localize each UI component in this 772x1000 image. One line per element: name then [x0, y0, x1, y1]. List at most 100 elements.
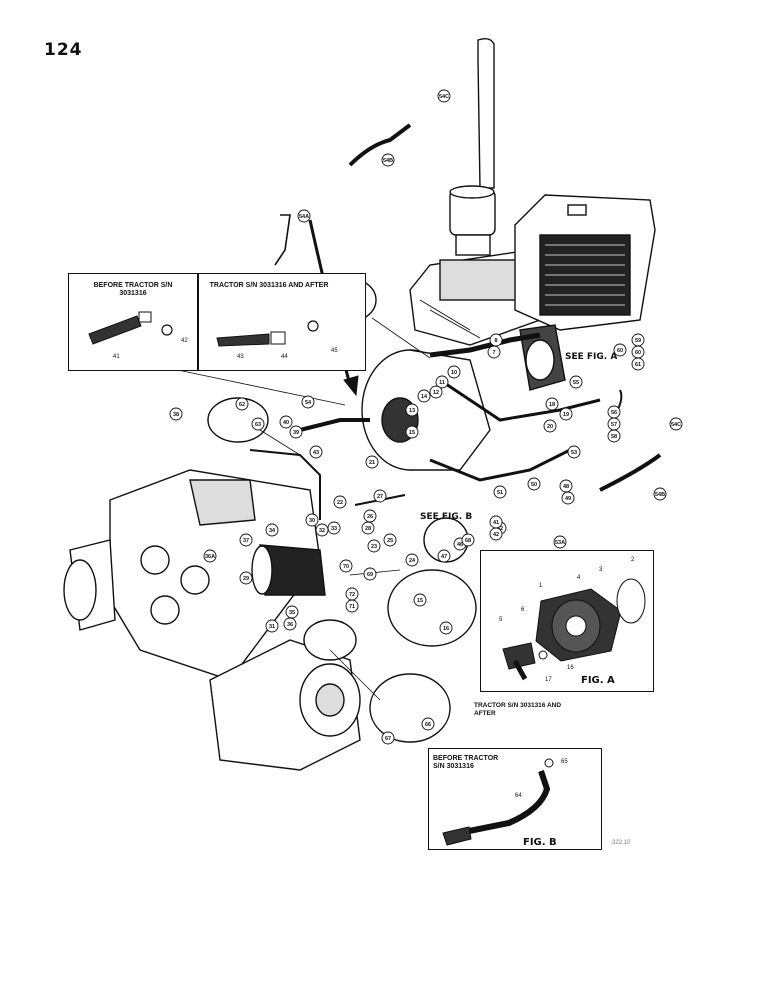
callout-59: 59: [631, 333, 645, 347]
callout-40: 40: [279, 415, 293, 429]
callout-text: 20: [547, 424, 553, 430]
callout-50: 50: [527, 477, 541, 491]
callout-62: 62: [235, 397, 249, 411]
callout-text: 18: [549, 402, 555, 408]
callout-text: 51: [497, 490, 503, 496]
callout-70: 70: [339, 559, 353, 573]
callout-18: 18: [545, 397, 559, 411]
callout-text: 49: [565, 496, 571, 502]
callout-71: 71: [345, 599, 359, 613]
inset-left-header: BEFORE TRACTOR S/N 3031316: [93, 282, 173, 297]
inset-label: 42: [181, 338, 188, 344]
callout-text: 30: [309, 518, 315, 524]
callout-text: 54: [305, 400, 312, 406]
callout-text: 27: [377, 494, 383, 500]
callout-26: 26: [363, 509, 377, 523]
callout-27: 27: [373, 489, 387, 503]
radiator: [514, 194, 656, 331]
exhaust-stack: [449, 37, 496, 256]
callout-47: 47: [437, 549, 451, 563]
callout-11: 11: [435, 375, 449, 389]
callout-text: 32: [319, 528, 325, 534]
callout-23: 23: [367, 539, 381, 553]
callout-text: 14: [421, 394, 428, 400]
clutch-housing: [361, 349, 491, 471]
inset-right-header: TRACTOR S/N 3031316 AND AFTER: [209, 282, 329, 289]
callout-36A: 36A: [203, 549, 217, 563]
fig-a-label: 6: [521, 607, 525, 613]
figure-code: 322.10: [612, 840, 631, 846]
callout-text: 28: [365, 526, 371, 532]
callout-text: 23: [371, 544, 377, 550]
callout-text: 10: [451, 370, 457, 376]
rear-axle-housing: [209, 619, 361, 771]
callout-text: 57: [611, 422, 617, 428]
callout-text: 68: [465, 538, 471, 544]
callout-text: 8: [494, 338, 497, 344]
callout-text: 24: [409, 558, 416, 564]
callout-text: 53: [571, 450, 577, 456]
callout-text: 56: [611, 410, 617, 416]
callout-text: 15: [417, 598, 423, 604]
callout-67: 67: [381, 731, 395, 745]
callout-text: 37: [243, 538, 249, 544]
fig-b-panel: BEFORE TRACTOR S/N 3031316 65 64 FIG. B: [428, 748, 602, 850]
callout-28: 28: [361, 521, 375, 535]
callout-7: 7: [487, 345, 501, 359]
callout-49: 49: [561, 491, 575, 505]
callout-53: 53: [567, 445, 581, 459]
callout-text: 29: [243, 576, 249, 582]
fig-a-label: 4: [577, 575, 581, 581]
page-number: 124: [44, 40, 83, 60]
hydraulic-pump: [519, 324, 566, 391]
callout-text: 41: [493, 520, 499, 526]
callout-60: 60: [613, 343, 627, 357]
callout-text: 62: [239, 402, 245, 408]
fig-a-caption: FIG. A: [581, 675, 615, 686]
callout-37: 37: [239, 533, 253, 547]
callout-text: 7: [492, 350, 495, 356]
fig-a-label: 16: [567, 665, 574, 671]
callout-29: 29: [239, 571, 253, 585]
callout-63: 63: [251, 417, 265, 431]
callout-text: 54C: [439, 94, 449, 100]
callout-text: 63: [255, 422, 261, 428]
callout-72: 72: [345, 587, 359, 601]
fig-a-panel: 1 2 3 4 5 6 16 17 FIG. A: [480, 550, 654, 692]
callout-48: 48: [559, 479, 573, 493]
callout-text: 55: [573, 380, 579, 386]
callout-text: 69: [367, 572, 373, 578]
callout-text: 47: [441, 554, 447, 560]
inset-serial-variants: BEFORE TRACTOR S/N 3031316 TRACTOR S/N 3…: [68, 273, 366, 371]
callout-61: 61: [631, 357, 645, 371]
callout-8: 8: [489, 333, 503, 347]
callout-text: 66: [425, 722, 431, 728]
callout-text: 72: [349, 592, 355, 598]
callout-text: 60: [635, 350, 641, 356]
fig-b-caption: FIG. B: [523, 837, 557, 848]
callout-69: 69: [363, 567, 377, 581]
callout-text: 21: [369, 460, 375, 466]
callout-21: 21: [365, 455, 379, 469]
callout-text: 58: [611, 434, 617, 440]
callout-text: 19: [563, 412, 569, 418]
callout-10: 10: [447, 365, 461, 379]
callout-group: 54C54B54A9871011121314151819205556575859…: [169, 89, 683, 745]
callout-42: 42: [489, 527, 503, 541]
callout-text: 39: [293, 430, 299, 436]
callout-text: 48: [563, 484, 569, 490]
callout-12: 12: [429, 385, 443, 399]
callout-55: 55: [569, 375, 583, 389]
callout-31: 31: [265, 619, 279, 633]
inset-label: 44: [281, 354, 288, 360]
callout-54B: 54B: [653, 487, 667, 501]
callout-38: 38: [169, 407, 183, 421]
callout-text: 36: [287, 622, 293, 628]
callout-13: 13: [405, 403, 419, 417]
callout-text: 35: [289, 610, 295, 616]
starter-motor: [251, 544, 326, 596]
fig-b-header: BEFORE TRACTOR S/N 3031316: [433, 755, 499, 770]
callout-30: 30: [305, 513, 319, 527]
callout-text: 26: [367, 514, 373, 520]
